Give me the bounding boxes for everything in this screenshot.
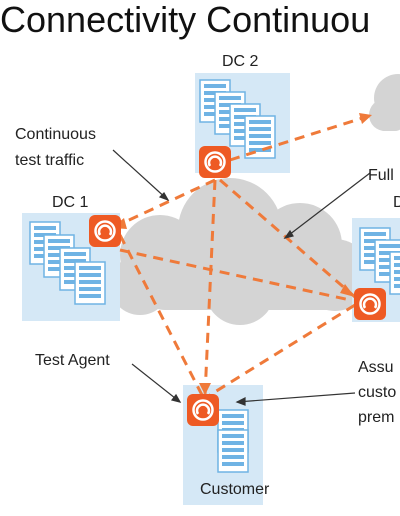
test-agent-label: Test Agent	[35, 352, 110, 369]
customer-label: Customer	[200, 481, 270, 498]
assumed-label-line2: custo	[358, 384, 397, 401]
assumed-label-line1: Assu	[358, 359, 394, 376]
test-agent-icon	[87, 213, 123, 249]
dc3-label: D	[393, 194, 400, 211]
annotation-pointers	[112, 149, 371, 406]
test-agent-icon	[352, 286, 388, 322]
server-rack-icon	[217, 409, 249, 473]
dc2-label: DC 2	[222, 53, 259, 70]
cloud-icon	[369, 74, 400, 131]
dc1-label: DC 1	[52, 194, 89, 211]
assumed-label-line3: prem	[358, 409, 395, 426]
continuous-label-line2: test traffic	[15, 152, 85, 169]
test-agent-icon	[197, 144, 233, 180]
continuous-label-line1: Continuous	[15, 126, 96, 143]
test-agent-icon	[185, 392, 221, 428]
dashed-links	[111, 113, 373, 398]
diagram-title: Connectivity Continuou	[0, 0, 371, 40]
full-label: Full	[368, 167, 394, 184]
cloud-icon	[110, 178, 371, 325]
